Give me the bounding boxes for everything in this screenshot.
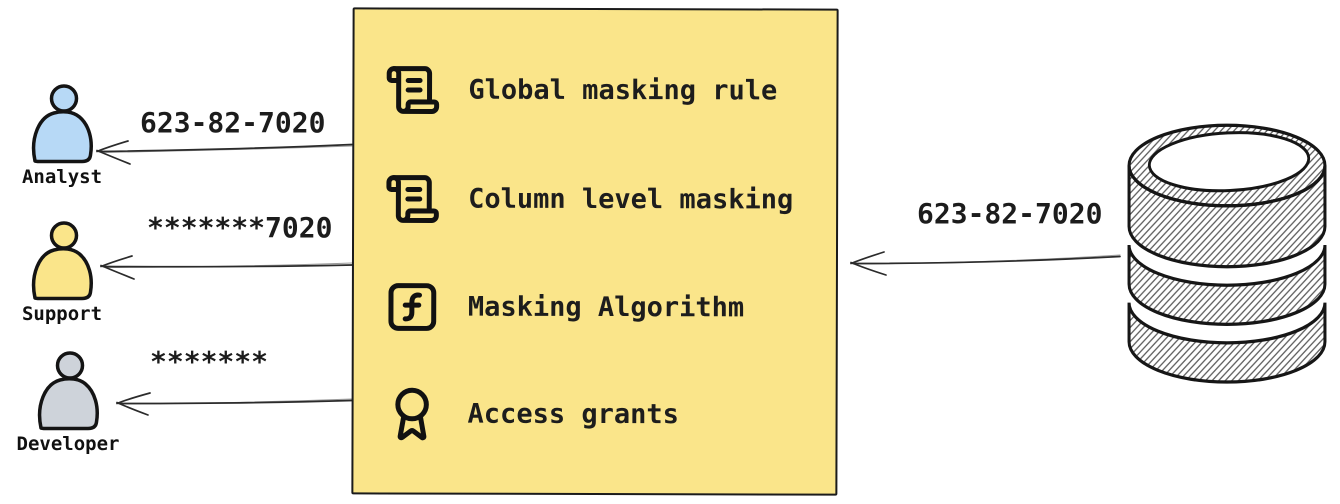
person-head: [49, 221, 79, 250]
masked-value-support: *******7020: [147, 211, 333, 244]
masking-algorithm-item: Masking Algorithm: [384, 276, 744, 337]
db-bottom-band: [1127, 302, 1327, 384]
scroll-text-icon: [384, 170, 441, 227]
masking-engine-box: Global masking rule Column level masking: [351, 7, 839, 496]
scroll-text-icon: [384, 61, 441, 118]
masking-rule-item: Global masking rule: [384, 59, 777, 120]
item-label: Column level masking: [468, 183, 794, 216]
source-value-label: 623-82-7020: [917, 197, 1103, 230]
person-body: [32, 246, 93, 301]
db-middle-band: [1127, 244, 1327, 326]
masked-value-analyst: 623-82-7020: [140, 106, 326, 139]
persona-label: Support: [21, 303, 103, 325]
arrow-from-database-icon: [850, 251, 1121, 276]
masked-value-developer: *******: [150, 345, 269, 378]
item-label: Masking Algorithm: [467, 291, 745, 323]
person-head: [49, 84, 79, 113]
arrow-to-support-icon: [100, 255, 353, 280]
person-head: [55, 351, 85, 380]
persona-developer: Developer: [8, 351, 128, 455]
database-icon: [1127, 123, 1327, 384]
access-grants-item: Access grants: [383, 383, 679, 444]
persona-label: Analyst: [21, 166, 103, 188]
persona-support: Support: [2, 221, 122, 325]
arrow-to-analyst-icon: [96, 140, 353, 165]
person-body: [32, 109, 93, 164]
persona-label: Developer: [16, 433, 120, 455]
column-masking-item: Column level masking: [384, 168, 793, 229]
item-label: Access grants: [467, 398, 679, 430]
person-icon: [32, 221, 93, 301]
function-square-icon: [384, 278, 441, 335]
item-label: Global masking rule: [468, 74, 778, 106]
person-body: [38, 376, 99, 431]
award-icon: [384, 385, 441, 442]
arrow-to-developer-icon: [116, 392, 353, 416]
person-icon: [32, 84, 93, 164]
persona-analyst: Analyst: [2, 84, 122, 188]
person-icon: [38, 351, 99, 431]
db-top-opening: [1147, 131, 1311, 193]
